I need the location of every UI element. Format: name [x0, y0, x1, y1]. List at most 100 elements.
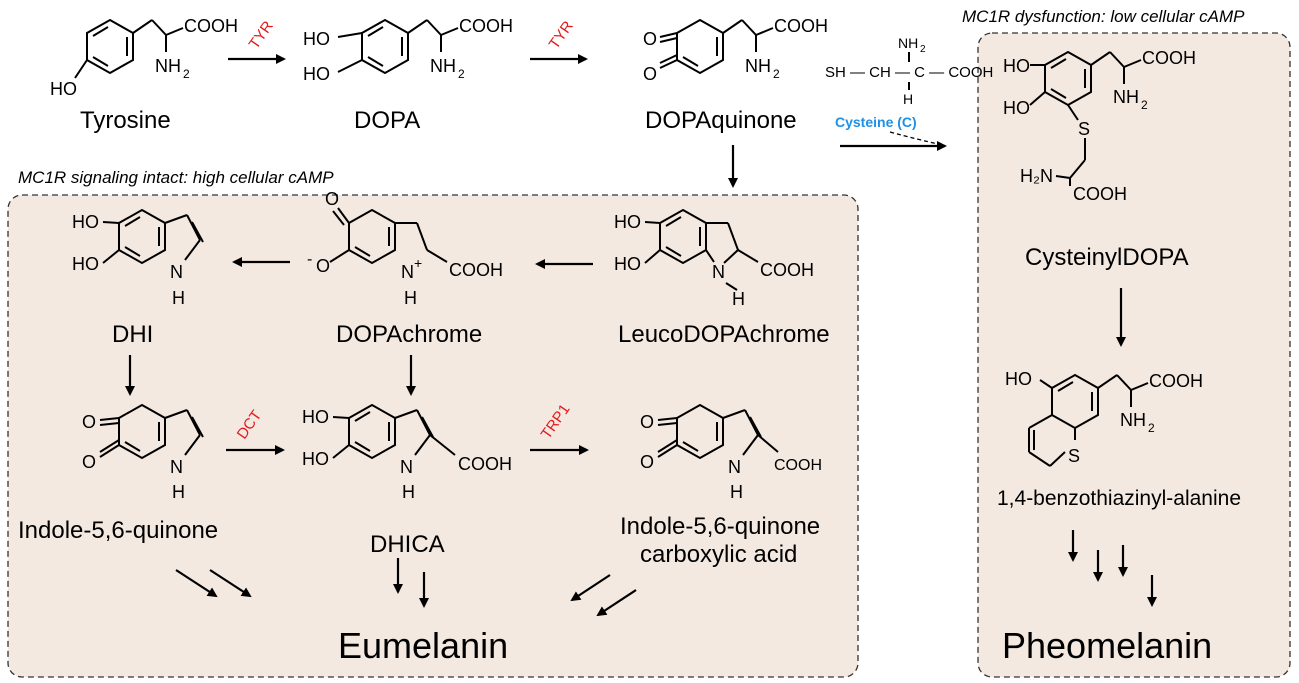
atom-label: COOH: [458, 454, 512, 474]
atom-label: HO: [72, 212, 99, 232]
atom-label: HO: [50, 79, 77, 99]
atom-label: HO: [302, 407, 329, 427]
atom-label: N: [400, 457, 413, 477]
arrow-to-eumelanin: [175, 569, 218, 598]
atom-label: NH: [1113, 87, 1139, 107]
dhi-structure: HO HO N H: [72, 208, 204, 308]
atom-label: S: [1078, 119, 1090, 139]
atom-label: 2: [773, 67, 780, 81]
atom-label: HO: [1003, 56, 1030, 76]
cysteinyldopa-label: CysteinylDOPA: [1025, 244, 1189, 271]
atom-label: H: [172, 288, 185, 308]
atom-label: O: [643, 29, 657, 49]
cysteine-dashed-arrow: [889, 131, 939, 145]
atom-label: H: [404, 288, 417, 308]
atom-label: +: [414, 255, 422, 271]
atom-label: 2: [183, 67, 190, 81]
atom-label: O: [643, 64, 657, 84]
atom-label: COOH: [760, 260, 814, 280]
atom-label: H: [903, 91, 913, 107]
atom-label: H: [732, 289, 745, 309]
atom-label: HO: [303, 64, 330, 84]
atom-label: H: [172, 482, 185, 502]
atom-label: NH: [430, 56, 456, 76]
atom-label: HO: [1003, 98, 1030, 118]
enzyme-tyr-2: TYR: [546, 18, 577, 52]
dopa-structure: COOH NH 2 HO HO: [303, 16, 513, 84]
cysteine-label: Cysteine (C): [835, 114, 917, 130]
iqca-structure: O O N H COOH: [640, 403, 822, 502]
iqca-label-line1: Indole-5,6-quinone: [620, 513, 820, 540]
dhica-structure: HO HO N H COOH: [302, 403, 512, 502]
atom-label: N: [170, 457, 183, 477]
atom-label: O: [316, 256, 330, 276]
arrow-to-eumelanin: [596, 589, 637, 617]
atom-label: NH: [1120, 410, 1146, 430]
atom-label: O: [640, 452, 654, 472]
pheomelanin-panel: [977, 32, 1291, 678]
atom-label: 2: [1141, 98, 1148, 112]
atom-label: N: [728, 457, 741, 477]
atom-label: S: [1068, 446, 1080, 466]
atom-label: COOH: [1149, 371, 1203, 391]
benzothiazinyl-label: 1,4-benzothiazinyl-alanine: [997, 487, 1241, 510]
dopa-label: DOPA: [354, 107, 420, 134]
pheomelanin-label: Pheomelanin: [1002, 625, 1212, 666]
atom-label: N: [401, 262, 414, 282]
atom-label: COOH: [1142, 48, 1196, 68]
leucodopachrome-label: LeucoDOPAchrome: [618, 321, 830, 348]
atom-label: HO: [72, 254, 99, 274]
benzothiazinyl-structure: HO COOH NH 2 S: [1005, 369, 1203, 467]
atom-label: COOH: [459, 16, 513, 36]
atom-label: 2: [920, 44, 926, 55]
atom-label: COOH: [774, 16, 828, 36]
atom-label: O: [640, 412, 654, 432]
atom-label: SH — CH — C — COOH: [825, 64, 993, 81]
indole-quinone-structure: O O N H: [82, 403, 204, 502]
atom-label: HO: [303, 29, 330, 49]
atom-label: COOH: [449, 260, 503, 280]
atom-label: NH: [745, 56, 771, 76]
cysteinyldopa-structure: HO HO COOH NH 2 S H₂N COOH: [1003, 48, 1196, 204]
dopaquinone-structure: COOH NH 2 O O: [643, 16, 828, 84]
eumelanin-label: Eumelanin: [338, 625, 508, 666]
indole-quinone-label: Indole-5,6-quinone: [18, 517, 218, 544]
atom-label: H: [402, 482, 415, 502]
dhi-label: DHI: [112, 321, 153, 348]
iqca-label-line2: carboxylic acid: [640, 541, 797, 568]
dopachrome-label: DOPAchrome: [336, 321, 482, 348]
atom-label: NH: [155, 56, 181, 76]
tyrosine-structure: COOH NH 2 HO: [50, 16, 238, 99]
atom-label: HO: [614, 212, 641, 232]
atom-label: N: [170, 262, 183, 282]
dhica-label: DHICA: [370, 531, 445, 558]
pheomelanin-panel-caption: MC1R dysfunction: low cellular cAMP: [962, 7, 1245, 26]
atom-label: N: [712, 262, 725, 282]
atom-label: HO: [614, 254, 641, 274]
cysteine-structure: SH — CH — C — COOH NH 2 H: [825, 35, 993, 107]
tyrosine-label: Tyrosine: [80, 107, 171, 134]
atom-label: 2: [1148, 421, 1155, 435]
atom-label: O: [82, 452, 96, 472]
enzyme-tyr-1: TYR: [246, 18, 277, 52]
atom-label: NH: [898, 35, 918, 51]
atom-label: 2: [458, 67, 465, 81]
atom-label: -: [307, 251, 312, 268]
dopaquinone-label: DOPAquinone: [645, 107, 797, 134]
arrow-to-eumelanin: [570, 574, 611, 602]
atom-label: H: [730, 482, 743, 502]
eumelanin-panel-caption: MC1R signaling intact: high cellular cAM…: [18, 168, 334, 187]
dopachrome-structure: O O - N + H COOH: [307, 189, 503, 308]
atom-label: COOH: [1073, 184, 1127, 204]
leucodopachrome-structure: HO HO N H COOH: [614, 208, 814, 309]
atom-label: O: [325, 189, 339, 209]
atom-label: COOH: [184, 16, 238, 36]
atom-label: COOH: [774, 457, 822, 474]
atom-label: HO: [302, 449, 329, 469]
atom-label: HO: [1005, 369, 1032, 389]
arrow-to-eumelanin: [209, 569, 252, 598]
atom-label: H₂N: [1020, 166, 1053, 186]
atom-label: O: [82, 412, 96, 432]
